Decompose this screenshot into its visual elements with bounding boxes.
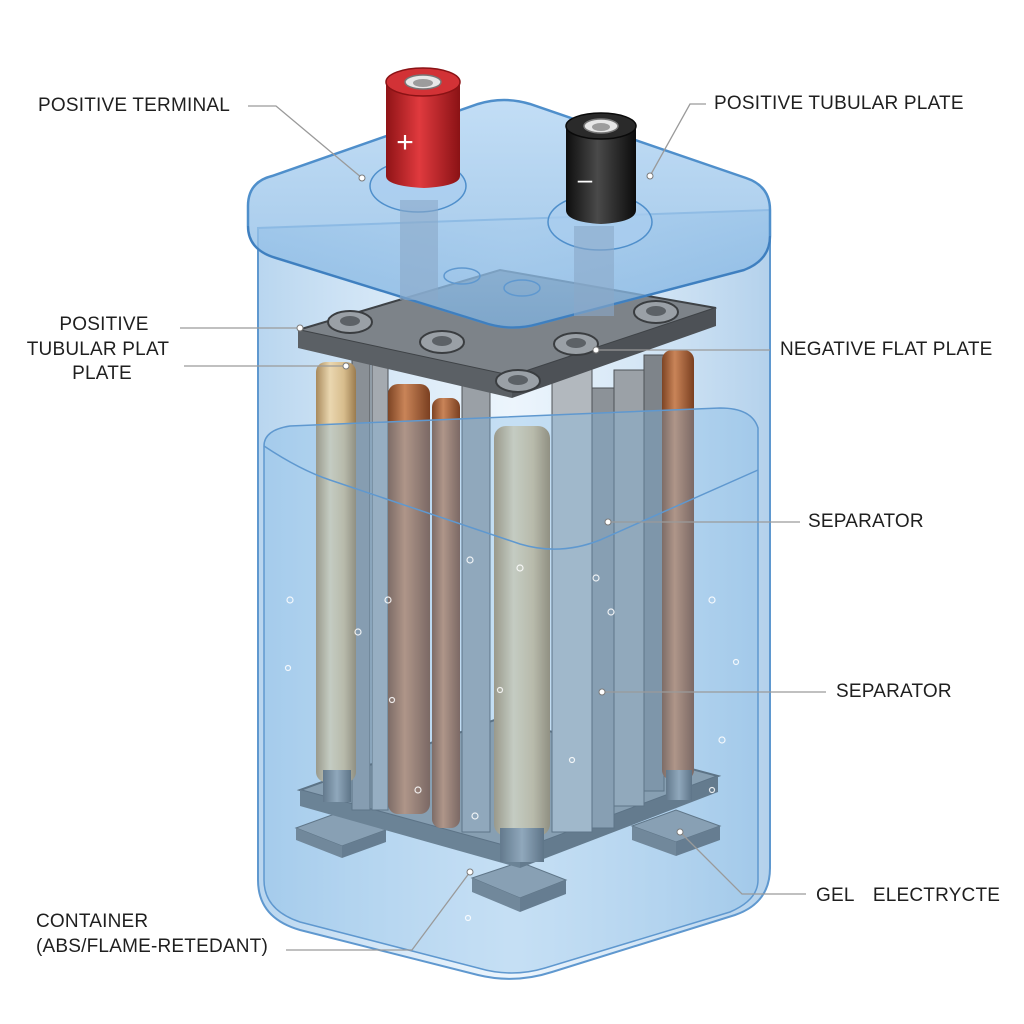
leader-dots — [296, 172, 684, 876]
label-gel-electrolyte: GEL ELECTRYCTE — [816, 885, 1001, 906]
positive-symbol: + — [396, 126, 414, 159]
label-separator-upper: SEPARATOR — [808, 511, 924, 532]
label-line: (ABS/FLAME-RETEDANT) — [36, 935, 269, 957]
label-line: POSITIVE — [59, 314, 149, 335]
negative-terminal — [565, 112, 637, 224]
label-positive-tubular-plate: POSITIVE TUBULAR PLATE — [714, 93, 964, 114]
terminal-posts — [400, 200, 614, 316]
label-separator-lower: SEPARATOR — [836, 681, 952, 702]
gel-electrolyte — [263, 407, 759, 974]
bottom-support-feet — [294, 809, 722, 912]
leader-lines — [180, 103, 826, 951]
label-positive-tubular-plat: POSITIVE TUBULAR PLAT PLATE — [24, 313, 184, 387]
positive-terminal — [385, 67, 461, 188]
label-line: TUBULAR PLAT — [26, 338, 170, 360]
label-line: PLATE — [72, 363, 132, 385]
label-negative-flat-plate: NEGATIVE FLAT PLATE — [780, 339, 993, 360]
negative-symbol: – — [578, 164, 593, 194]
label-container: CONTAINER (ABS/FLAME-RETEDANT) — [36, 910, 268, 959]
electrode-plates — [316, 349, 694, 862]
label-line: CONTAINER — [36, 911, 149, 932]
label-positive-terminal: POSITIVE TERMINAL — [38, 95, 231, 116]
